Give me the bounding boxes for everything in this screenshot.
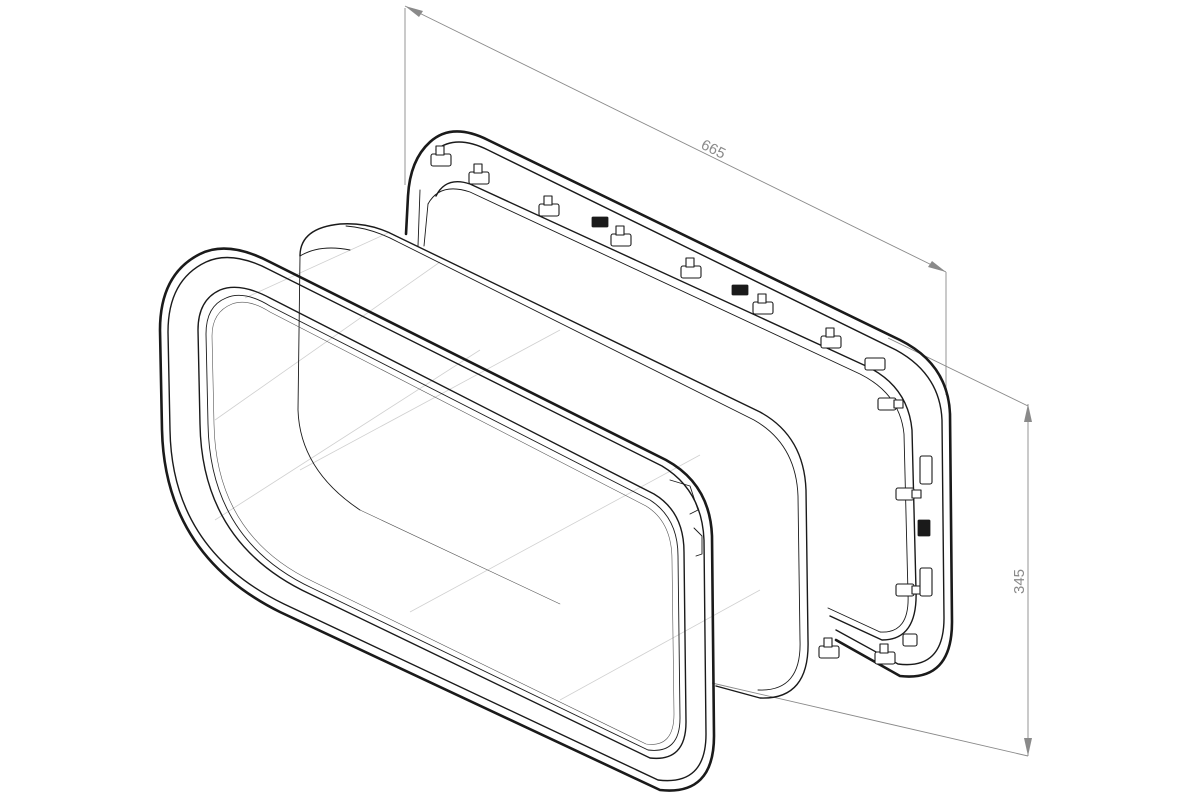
height-arrow-bottom <box>1024 738 1032 756</box>
length-dimension-label: 665 <box>698 136 728 162</box>
rear-frame-clips-bottom <box>818 633 918 665</box>
window-sleeve <box>297 223 809 699</box>
length-arrow-end <box>928 261 946 272</box>
trim-ring-outer-edge-2 <box>167 256 707 782</box>
rear-frame-inner-edge <box>435 181 917 641</box>
trim-ring-tab-upper <box>669 479 699 515</box>
construction-lines <box>214 231 761 701</box>
rear-frame-clips-right <box>877 397 933 597</box>
sleeve-front-rim-2 <box>345 225 801 691</box>
trim-ring-inner-edge-2 <box>205 294 681 751</box>
height-dimension: 345 <box>711 337 1032 757</box>
sleeve-top-line <box>299 247 351 257</box>
length-arrow-start <box>405 6 423 17</box>
trim-ring-inner-edge-3 <box>211 301 675 745</box>
sleeve-front-rim <box>299 223 809 699</box>
height-arrow-top <box>1024 404 1032 422</box>
length-dimension: 665 <box>404 5 947 395</box>
height-extension-line-bottom <box>711 682 1029 757</box>
trim-ring-inner-edge <box>197 286 687 760</box>
height-dimension-label: 345 <box>1011 569 1028 594</box>
trim-ring-outer-edge <box>158 247 716 792</box>
rear-frame-left-rail <box>417 189 429 247</box>
trim-ring-tab-lower <box>693 527 703 557</box>
rear-frame-outer-edge <box>404 130 954 678</box>
sleeve-inner-curve <box>359 509 561 605</box>
length-dimension-line <box>404 5 947 273</box>
height-extension-line-top <box>887 337 1029 407</box>
rear-frame-inner-edge-2 <box>427 188 909 633</box>
rear-mounting-frame <box>404 130 954 678</box>
front-trim-ring <box>158 247 716 792</box>
rear-frame-outer-edge-2 <box>435 141 945 666</box>
sleeve-left-edge <box>297 255 361 511</box>
rear-frame-clips-top <box>430 145 886 371</box>
